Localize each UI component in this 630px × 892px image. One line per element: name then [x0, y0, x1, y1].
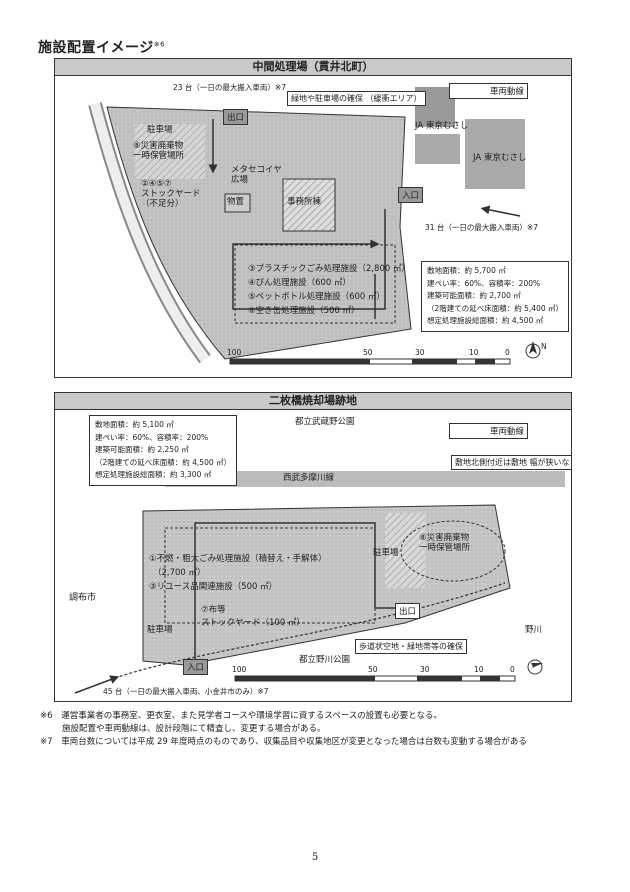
entrance-marker: 入口 — [398, 187, 424, 203]
vehicles-right-label: 31 台（一日の最大搬入車両）※7 — [425, 223, 538, 232]
north-arrow-icon: N — [541, 342, 547, 351]
site-info-box-1: 敷地面積：約 5,700 ㎡ 建ぺい率：60%、容積率：200% 建築可能面積：… — [421, 261, 570, 332]
info-facility-total: 想定処理施設総面積：約 4,500 ㎡ — [427, 316, 544, 325]
site-info-box-2: 敷地面積：約 5,100 ㎡ 建ぺい率：60%、容積率：200% 建築可能面積：… — [89, 415, 238, 486]
direction-legend-2-label: 車両動線 — [490, 427, 525, 437]
facility-nonburnable-area: （2,700 ㎡） — [153, 568, 206, 578]
direction-legend: 車両動線 — [449, 83, 529, 99]
facility-nonburnable: ①不燃・粗大ごみ処理施設（積替え・手解体） — [149, 554, 327, 564]
ja-label-1: JA 東京むさし — [415, 121, 469, 131]
panel-nukuikitamachi: 中間処理場（貫井北町） — [54, 58, 572, 378]
footnote-7: ※7 車両台数については平成 29 年度時点のものであり、収集品目や収集地区が変… — [40, 736, 527, 749]
scale1-0: 0 — [505, 348, 510, 357]
metasequoia-label: メタセコイヤ 広場 — [231, 165, 282, 186]
info2-facility-total: 想定処理施設総面積：約 3,300 ㎡ — [95, 470, 212, 479]
facility-reuse: ③リユース品関連施設（500 ㎡） — [149, 582, 278, 592]
scale2-30: 30 — [420, 665, 430, 674]
park-bottom-label: 都立野川公園 — [299, 655, 351, 665]
chofu-label: 調布市 — [69, 593, 97, 603]
parking-label: 駐車場 — [147, 125, 173, 135]
page-heading-text: 施設配置イメージ — [38, 40, 154, 56]
footnote-6: ※6 運営事業者の事務室、更衣室、また見学者コースや環境学習に資するスペースの設… — [40, 710, 527, 723]
panel1-title: 中間処理場（貫井北町） — [55, 59, 571, 76]
north-constraint-note: 敷地北側付近は敷地 幅が狭いなど建物計 画に制約あり — [451, 455, 571, 470]
footnote-6-line-2: 施設配置や車両動線は、設計段階にて精査し、変更する場合がある。 — [62, 724, 326, 734]
direction-legend-label: 車両動線 — [490, 87, 525, 97]
direction-legend-2: 車両動線 — [449, 423, 529, 439]
info-floor-area: （2階建ての延べ床面積：約 5,400 ㎡） — [427, 303, 564, 313]
site-map-2 — [74, 426, 565, 694]
facility-cloth: ⑦布等 — [201, 605, 226, 615]
site-map-1 — [88, 87, 541, 365]
scale1-50: 50 — [363, 348, 373, 357]
facility-pet: ⑤ペットボトル処理施設（600 ㎡） — [248, 292, 386, 302]
info2-coverage: 建ぺい率：60%、容積率：200% — [95, 432, 209, 442]
footnotes: ※6 運営事業者の事務室、更衣室、また見学者コースや環境学習に資するスペースの設… — [40, 710, 527, 749]
heading-footnote-ref: ※6 — [153, 40, 166, 49]
info2-buildable: 建築可能面積：約 2,250 ㎡ — [95, 445, 189, 454]
facility-can: ⑥空き缶処理施設（500 ㎡） — [248, 306, 360, 316]
footnote-7-line-1: 車両台数については平成 29 年度時点のものであり、収集品目や収集地区が変更とな… — [61, 737, 527, 747]
panel2-title: 二枚橋焼却場跡地 — [55, 393, 571, 410]
footnote-7-mark: ※7 — [40, 737, 53, 747]
facility-bottle: ④びん処理施設（600 ㎡） — [248, 278, 352, 288]
footnote-6-line-1: 運営事業者の事務室、更衣室、また見学者コースや環境学習に資するスペースの設置も必… — [61, 711, 443, 721]
nogawa-label: 野川 — [525, 625, 543, 635]
page-number: 5 — [311, 852, 319, 863]
exit-marker: 出口 — [223, 109, 249, 125]
disaster-storage-label: ⑧災害廃棄物 一時保管場所 — [133, 141, 185, 162]
info2-floor-area: （2階建ての延べ床面積：約 4,500 ㎡） — [95, 457, 232, 467]
info2-site-area: 敷地面積：約 5,100 ㎡ — [95, 420, 174, 429]
parking-right-label: 駐車場 — [373, 548, 399, 558]
footnote-6-mark: ※6 — [40, 711, 53, 721]
info-site-area: 敷地面積：約 5,700 ㎡ — [427, 266, 506, 275]
stockyard-label: ②④⑤⑦ ストックヤード （不足分） — [141, 179, 201, 210]
scale2-100: 100 — [232, 665, 247, 674]
scale2-50: 50 — [368, 665, 378, 674]
vehicles-top-label: 23 台（一日の最大搬入車両）※7 — [173, 83, 286, 92]
footnote-6-cont: 施設配置や車両動線は、設計段階にて精査し、変更する場合がある。 — [40, 723, 527, 736]
park-top-label: 都立武蔵野公園 — [295, 417, 355, 427]
panel-nimaibashi: 二枚橋焼却場跡地 — [54, 392, 572, 702]
scale-bar-1 — [229, 358, 511, 365]
exit-marker-2: 出口 — [395, 603, 421, 619]
sidewalk-note: 歩道状空地・緑地帯等の確保 — [355, 639, 467, 654]
entrance-marker-2: 入口 — [183, 659, 209, 675]
office-label: 事務所棟 — [287, 197, 322, 207]
info-buildable: 建築可能面積：約 2,700 ㎡ — [427, 291, 521, 300]
info-coverage: 建ぺい率：60%、容積率：200% — [427, 278, 541, 288]
scale1-10: 10 — [469, 348, 479, 357]
rail-label: 西武多摩川線 — [283, 473, 335, 483]
disaster-storage-label-2: ⑧災害廃棄物 一時保管場所 — [419, 533, 471, 554]
green-buffer-note: 緑地や駐車場の確保 （緩衝エリア） — [287, 91, 426, 106]
scale2-0: 0 — [510, 665, 515, 674]
ja-label-2: JA 東京むさし — [473, 153, 527, 163]
facility-cloth-stockyard: ストックヤード（100 ㎡） — [201, 618, 305, 628]
page-heading: 施設配置イメージ※6 — [38, 37, 165, 57]
vehicles-label-2: 45 台（一日の最大搬入車両、小金井市のみ）※7 — [103, 687, 269, 696]
facility-plastic: ③プラスチックごみ処理施設（2,800 ㎡） — [248, 264, 410, 274]
scale1-100: 100 — [227, 348, 242, 357]
scale1-30: 30 — [415, 348, 425, 357]
scale-bar-2 — [234, 675, 516, 682]
parking-left-label: 駐車場 — [147, 625, 173, 635]
warehouse-label: 物置 — [227, 197, 245, 207]
scale2-10: 10 — [474, 665, 484, 674]
